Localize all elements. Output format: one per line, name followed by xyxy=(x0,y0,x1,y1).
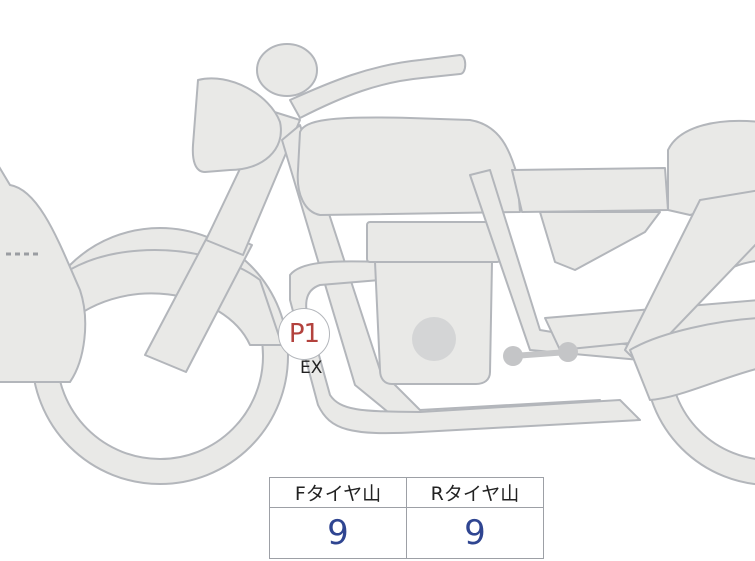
table-value-row: 9 9 xyxy=(269,507,544,559)
engine-cover xyxy=(412,317,456,361)
table-header-row: Fタイヤ山 Rタイヤ山 xyxy=(269,477,544,508)
point-marker-p1: P1 xyxy=(278,308,330,360)
seat xyxy=(511,167,669,213)
brake-lever-end-left xyxy=(503,346,523,366)
engine-head xyxy=(366,221,501,263)
rear-tire-header: Rタイヤ山 xyxy=(406,477,544,508)
brake-lever-end-right xyxy=(558,342,578,362)
tire-tread-table: Fタイヤ山 Rタイヤ山 9 9 xyxy=(269,477,544,559)
shock-absorber xyxy=(624,189,755,366)
front-cowl xyxy=(0,166,87,383)
side-cover xyxy=(539,211,661,271)
mirror xyxy=(256,43,318,97)
front-fork xyxy=(144,227,253,373)
front-tire-header: Fタイヤ山 xyxy=(269,477,407,508)
exhaust-pipe xyxy=(289,260,641,435)
point-label: P1 xyxy=(288,319,320,349)
headlight xyxy=(191,77,282,173)
rear-tire-value: 9 xyxy=(406,507,544,559)
front-tire-value: 9 xyxy=(269,507,407,559)
fuel-tank xyxy=(296,116,521,216)
muffler xyxy=(629,317,755,401)
handlebar xyxy=(289,54,467,119)
point-sub-label: EX xyxy=(300,358,323,378)
